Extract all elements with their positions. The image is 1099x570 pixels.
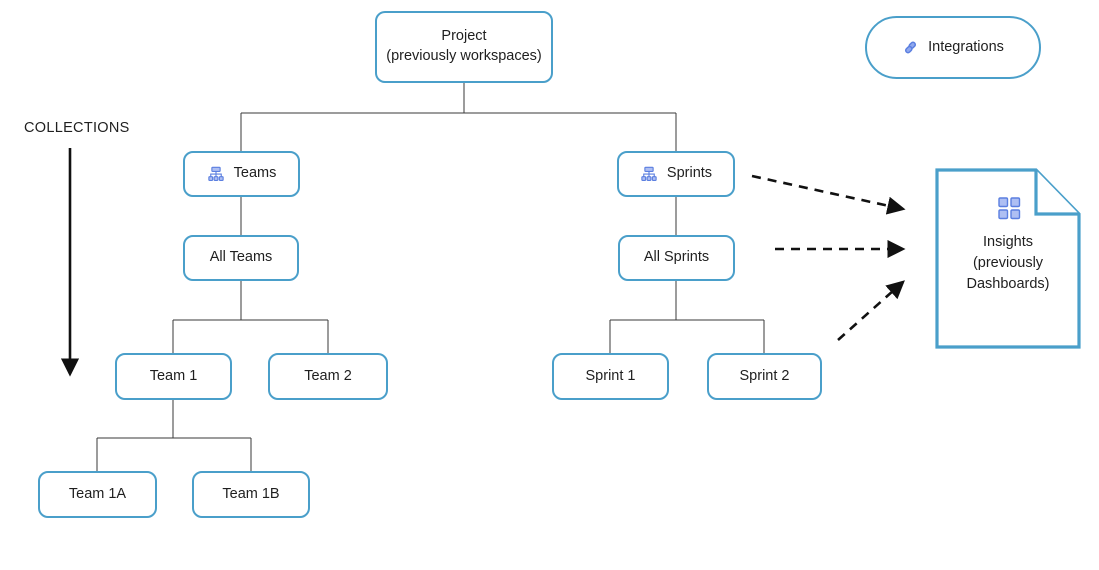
- node-team-1b[interactable]: Team 1B: [192, 471, 310, 518]
- collections-section-label: COLLECTIONS: [24, 120, 130, 136]
- node-teams-label: Teams: [233, 165, 277, 182]
- node-all-teams-label: All Teams: [209, 249, 273, 266]
- node-team-2[interactable]: Team 2: [268, 353, 388, 400]
- node-team-1[interactable]: Team 1: [115, 353, 232, 400]
- node-sprint-1-label: Sprint 1: [585, 367, 636, 384]
- node-sprint-2-label: Sprint 2: [739, 367, 790, 384]
- grid-squares-icon: [997, 196, 1023, 222]
- node-sprint-1[interactable]: Sprint 1: [552, 353, 669, 400]
- node-all-sprints[interactable]: All Sprints: [618, 235, 735, 281]
- node-team-2-label: Team 2: [304, 367, 352, 384]
- node-project[interactable]: Project (previously workspaces): [375, 11, 553, 83]
- node-integrations[interactable]: Integrations: [865, 16, 1041, 79]
- node-insights-label: Insights (previously Dashboards): [966, 234, 1050, 293]
- node-all-teams[interactable]: All Teams: [183, 235, 299, 281]
- node-sprint-2[interactable]: Sprint 2: [707, 353, 822, 400]
- node-sprints-label: Sprints: [666, 165, 713, 182]
- node-sprints[interactable]: Sprints: [617, 151, 735, 197]
- hierarchy-icon: [207, 165, 225, 183]
- integrations-link-icon: [902, 39, 919, 56]
- node-team-1a[interactable]: Team 1A: [38, 471, 157, 518]
- node-team-1b-label: Team 1B: [222, 485, 280, 502]
- node-all-sprints-label: All Sprints: [643, 249, 710, 266]
- node-integrations-label: Integrations: [928, 38, 1004, 55]
- node-team-1-label: Team 1: [149, 367, 198, 384]
- node-teams[interactable]: Teams: [183, 151, 300, 197]
- node-team-1a-label: Team 1A: [68, 485, 127, 502]
- node-project-label: Project (previously workspaces): [386, 28, 542, 64]
- hierarchy-icon: [640, 165, 658, 183]
